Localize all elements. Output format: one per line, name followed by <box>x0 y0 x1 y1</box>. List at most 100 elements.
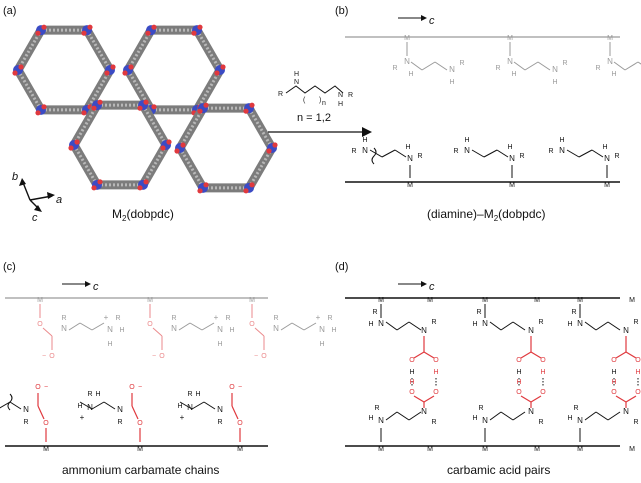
metal-label: M <box>604 182 610 189</box>
framework-wall <box>82 65 115 115</box>
oxygen-atom: O <box>43 420 49 427</box>
oxygen-atom: O <box>433 389 439 396</box>
bond <box>513 61 526 71</box>
framework-wall <box>175 143 208 193</box>
charge-minus: − <box>42 353 46 360</box>
oxygen-node <box>203 102 209 108</box>
oxygen-node <box>174 148 180 154</box>
bond <box>615 395 627 403</box>
bond <box>68 322 81 331</box>
nitrogen-atom: N <box>319 325 325 334</box>
oxygen-node <box>143 179 149 185</box>
metal-label: M <box>427 446 433 453</box>
oxygen-node <box>220 64 226 70</box>
oxygen-atom: O <box>611 357 617 364</box>
bond <box>408 411 422 421</box>
oxygen-atom: O <box>540 357 546 364</box>
nitrogen-atom: N <box>507 57 513 66</box>
bond <box>37 405 45 420</box>
bond <box>471 149 485 158</box>
r-group: R <box>392 65 397 72</box>
bond <box>91 322 105 331</box>
hydrogen-atom: H <box>464 137 469 144</box>
bond <box>103 401 116 410</box>
r-group: R <box>633 319 638 326</box>
r-group: R <box>225 315 230 322</box>
bond <box>396 411 410 421</box>
r-group: R <box>327 315 332 322</box>
bond <box>489 321 502 331</box>
r-group: R <box>374 405 379 412</box>
r-group: R <box>372 309 377 316</box>
r-group: R <box>273 315 278 322</box>
bond <box>607 411 621 421</box>
hydrogen-atom: H <box>217 341 222 348</box>
nitrogen-atom: N <box>362 146 368 155</box>
bond <box>591 149 604 158</box>
nitrogen-atom: N <box>187 403 193 412</box>
hydrogen-atom: H <box>635 369 640 376</box>
framework-wall <box>244 143 277 193</box>
oxygen-node <box>197 108 203 114</box>
hydrogen-atom: H <box>408 71 413 78</box>
hydrogen-atom: H <box>516 369 521 376</box>
nitrogen-atom: N <box>61 324 67 333</box>
framework-wall <box>13 65 46 115</box>
nitrogen-atom: N <box>273 324 279 333</box>
nitrogen-atom: N <box>623 326 629 335</box>
oxygen-node <box>145 30 151 36</box>
panel-b-caption: (diamine)–M2(dobpdc) <box>427 207 546 223</box>
nitrogen-atom: N <box>87 403 93 412</box>
metal-label: M <box>577 446 583 453</box>
nitrogen-atom: N <box>482 319 488 328</box>
oxygen-atom: O <box>159 353 165 360</box>
hydrogen-atom: H <box>433 369 438 376</box>
oxygen-node <box>91 185 97 191</box>
r-group: R <box>431 419 436 426</box>
charge-minus: − <box>152 353 156 360</box>
panel-c-axis-label: c <box>93 281 99 293</box>
framework-wall <box>192 65 225 115</box>
oxygen-node <box>68 145 74 151</box>
bond <box>624 61 639 71</box>
oxygen-node <box>41 24 47 30</box>
hydrogen-atom: H <box>611 369 616 376</box>
oxygen-atom: O <box>516 357 522 364</box>
oxygen-node <box>166 139 172 145</box>
r-group: R <box>538 319 543 326</box>
r-group: R <box>87 391 92 398</box>
bond <box>385 321 398 331</box>
bond <box>512 411 526 421</box>
oxygen-node <box>18 64 24 70</box>
reagent-r-left: R <box>278 91 283 98</box>
panel-c: (c) c MOO−NRN+HHRMOO−NRN+HHRMOO−NRN+HHR … <box>0 261 337 477</box>
r-group: R <box>431 319 436 326</box>
hydrogen-atom: H <box>368 415 373 422</box>
crystal-axes <box>19 178 55 212</box>
nitrogen-atom: N <box>449 65 455 74</box>
bond <box>408 321 422 331</box>
bond <box>201 322 215 331</box>
bond <box>203 401 216 410</box>
oxygen-node <box>197 24 203 30</box>
charge-minus: − <box>254 353 258 360</box>
bond <box>231 405 239 420</box>
bond <box>413 351 425 359</box>
bond <box>191 401 205 410</box>
reagent-r-right: R <box>348 92 353 99</box>
nitrogen-atom: N <box>23 405 29 414</box>
oxygen-atom: O <box>635 357 641 364</box>
oxygen-node <box>35 30 41 36</box>
reagent-h-right: H <box>338 101 343 108</box>
hydrogen-atom: H <box>195 391 200 398</box>
nitrogen-atom: N <box>604 154 610 163</box>
r-group: R <box>23 419 28 426</box>
oxygen-atom: O <box>35 384 41 391</box>
metal-label: M <box>378 446 384 453</box>
oxygen-node <box>137 105 143 111</box>
r-group: R <box>117 419 122 426</box>
metal-label: M <box>137 446 143 453</box>
r-group: R <box>571 309 576 316</box>
